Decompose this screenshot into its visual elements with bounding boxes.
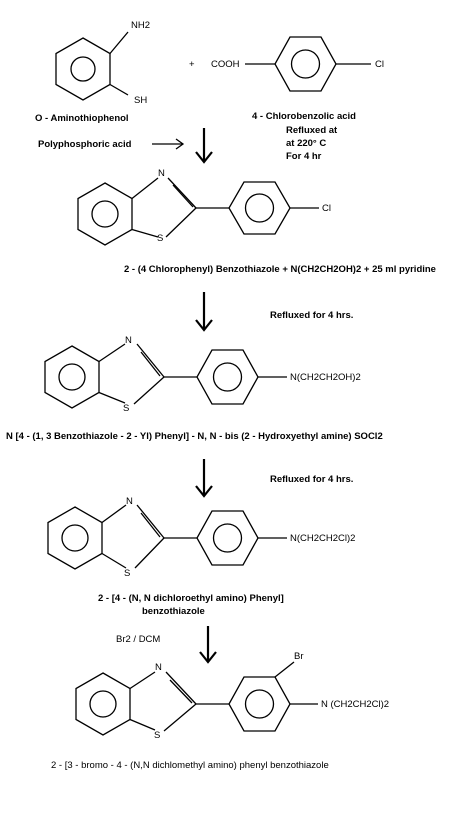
product3-structure: [47, 504, 287, 570]
product3-name-line2: benzothiazole: [142, 606, 205, 617]
product4-name: 2 - [3 - bromo - 4 - (N,N dichlomethyl a…: [51, 760, 329, 771]
product1-structure: [77, 177, 319, 246]
down-arrow: [195, 459, 213, 498]
product2-amine-group: N(CH2CH2OH)2: [290, 372, 361, 383]
product3-amine-group: N(CH2CH2Cl)2: [290, 533, 355, 544]
aromatic-circle: [70, 56, 96, 82]
product2-name: N [4 - (1, 3 Benzothiazole - 2 - Yl) Phe…: [6, 431, 383, 442]
product4-s-atom: S: [154, 730, 160, 741]
step1-condition-line2: at 220° C: [286, 138, 326, 149]
reactant1-structure: [55, 31, 129, 101]
product4-br-group: Br: [294, 651, 304, 662]
reactant2-name: 4 - Chlorobenzolic acid: [252, 111, 356, 122]
product2-n-atom: N: [125, 335, 132, 346]
product1-s-atom: S: [157, 233, 163, 244]
nh2-group: NH2: [131, 20, 150, 31]
step2-condition: Refluxed for 4 hrs.: [270, 310, 353, 321]
step1-condition-line3: For 4 hr: [286, 151, 322, 162]
down-arrow: [195, 292, 213, 332]
product1-name: 2 - (4 Chlorophenyl) Benzothiazole + N(C…: [124, 264, 436, 275]
aromatic-circle: [290, 49, 321, 79]
step4-reagent: Br2 / DCM: [116, 634, 160, 645]
cl-group: Cl: [375, 59, 384, 70]
reactant2-structure: [245, 36, 371, 92]
down-arrow: [195, 128, 213, 164]
product3-s-atom: S: [124, 568, 130, 579]
step1-condition-line1: Refluxed at: [286, 125, 338, 136]
product4-structure: [75, 661, 318, 736]
product1-n-atom: N: [158, 168, 165, 179]
sh-group: SH: [134, 95, 147, 106]
benzene-ring: [274, 36, 337, 92]
reagent-arrow: [152, 138, 185, 150]
plus-sign: +: [189, 59, 195, 70]
product2-structure: [44, 343, 287, 409]
step3-condition: Refluxed for 4 hrs.: [270, 474, 353, 485]
product1-cl-group: Cl: [322, 203, 331, 214]
product4-amine-group: N (CH2CH2Cl)2: [321, 699, 389, 710]
benzene-ring: [55, 37, 111, 101]
product4-n-atom: N: [155, 662, 162, 673]
product3-n-atom: N: [126, 496, 133, 507]
reactant1-name: O - Aminothiophenol: [35, 113, 129, 124]
down-arrow: [199, 626, 217, 664]
product3-name-line1: 2 - [4 - (N, N dichloroethyl amino) Phen…: [98, 593, 284, 604]
cooh-group: COOH: [211, 59, 240, 70]
product2-s-atom: S: [123, 403, 129, 414]
step1-reagent: Polyphosphoric acid: [38, 139, 132, 150]
